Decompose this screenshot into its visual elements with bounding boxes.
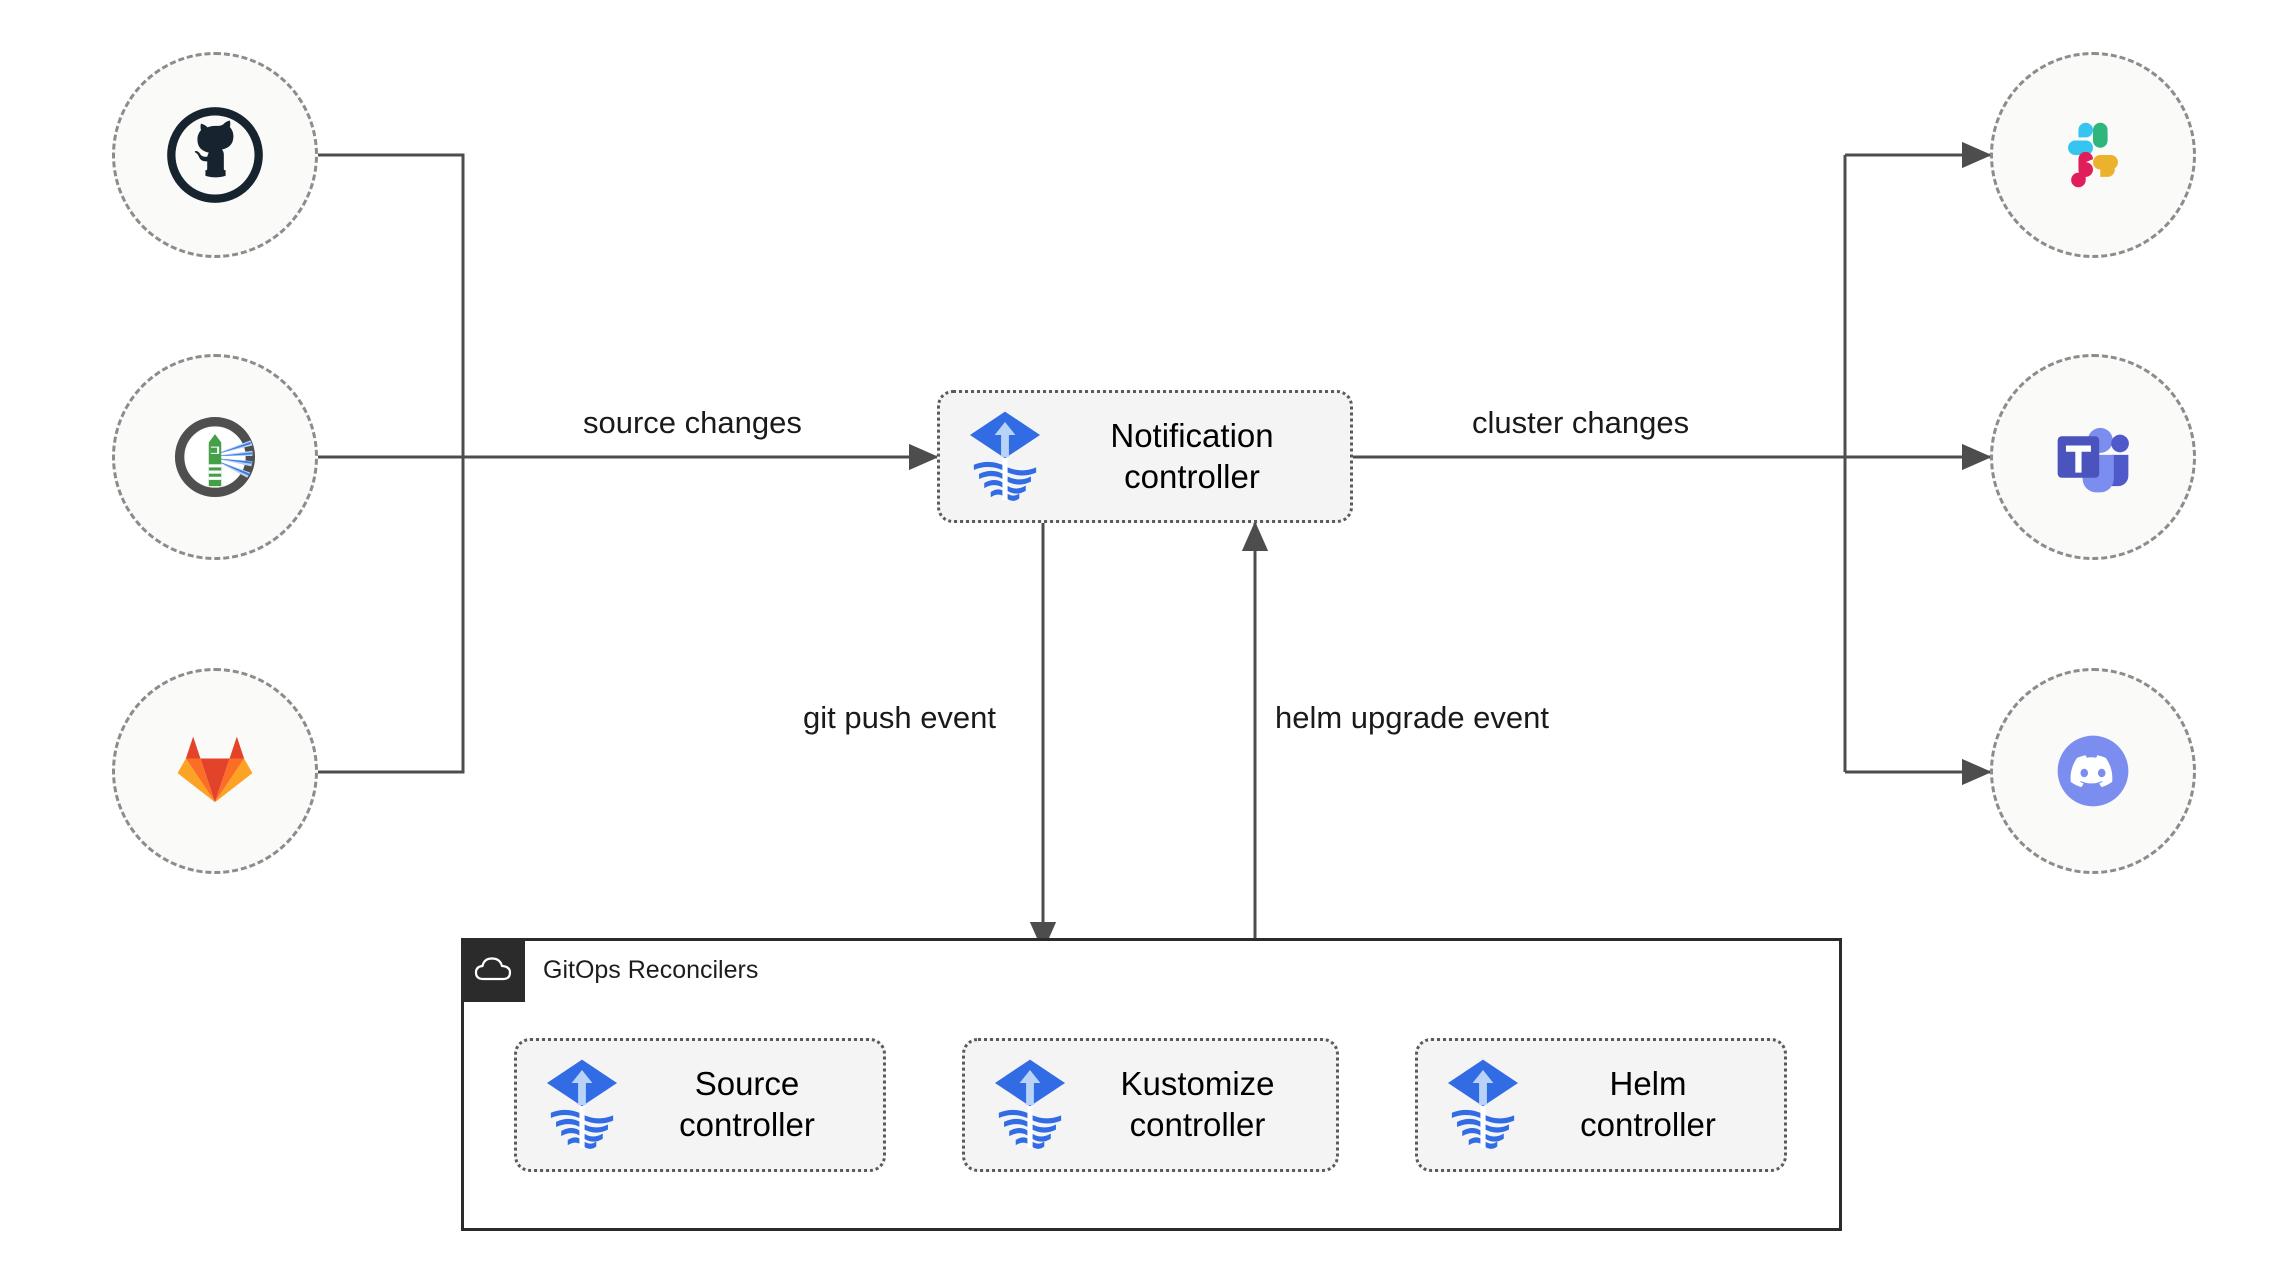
helm-lighthouse-icon [174, 416, 256, 498]
github-icon [167, 107, 263, 203]
flux-icon [1447, 1059, 1519, 1149]
gitlab-icon [177, 736, 253, 803]
provider-node-teams[interactable] [1990, 354, 2196, 560]
edge-label-git-push-event: git push event [803, 700, 997, 735]
edge-label-cluster-changes: cluster changes [1472, 405, 1690, 440]
kustomize-controller-box[interactable]: Kustomize controller [962, 1038, 1339, 1172]
edge-label-source-changes: source changes [583, 405, 802, 440]
provider-node-slack[interactable] [1990, 52, 2196, 258]
helm-controller-label: Helm controller [1580, 1065, 1716, 1143]
source-node-helm-repository[interactable] [112, 354, 318, 560]
slack-icon [2068, 122, 2118, 188]
cloud-icon [474, 957, 512, 981]
kustomize-controller-label: Kustomize controller [1120, 1065, 1275, 1143]
source-node-github[interactable] [112, 52, 318, 258]
flux-icon [969, 411, 1041, 501]
source-node-gitlab[interactable] [112, 668, 318, 874]
teams-icon [2057, 427, 2129, 493]
flux-icon [546, 1059, 618, 1149]
provider-node-discord[interactable] [1990, 668, 2196, 874]
source-controller-label: Source controller [679, 1065, 815, 1143]
notification-controller-label: Notification controller [1110, 416, 1274, 495]
discord-icon [2057, 735, 2129, 807]
cloud-badge [461, 938, 525, 1002]
notification-controller-box[interactable]: Notification controller [937, 390, 1353, 523]
flux-icon [994, 1059, 1066, 1149]
edge-gitlab-to-hub [318, 457, 465, 774]
edge-label-helm-upgrade-event: helm upgrade event [1275, 700, 1550, 735]
gitops-reconcilers-header: GitOps Reconcilers [461, 938, 758, 1002]
edge-github-to-hub [318, 153, 465, 457]
helm-controller-box[interactable]: Helm controller [1415, 1038, 1787, 1172]
source-controller-box[interactable]: Source controller [514, 1038, 886, 1172]
gitops-group-title: GitOps Reconcilers [543, 955, 759, 984]
